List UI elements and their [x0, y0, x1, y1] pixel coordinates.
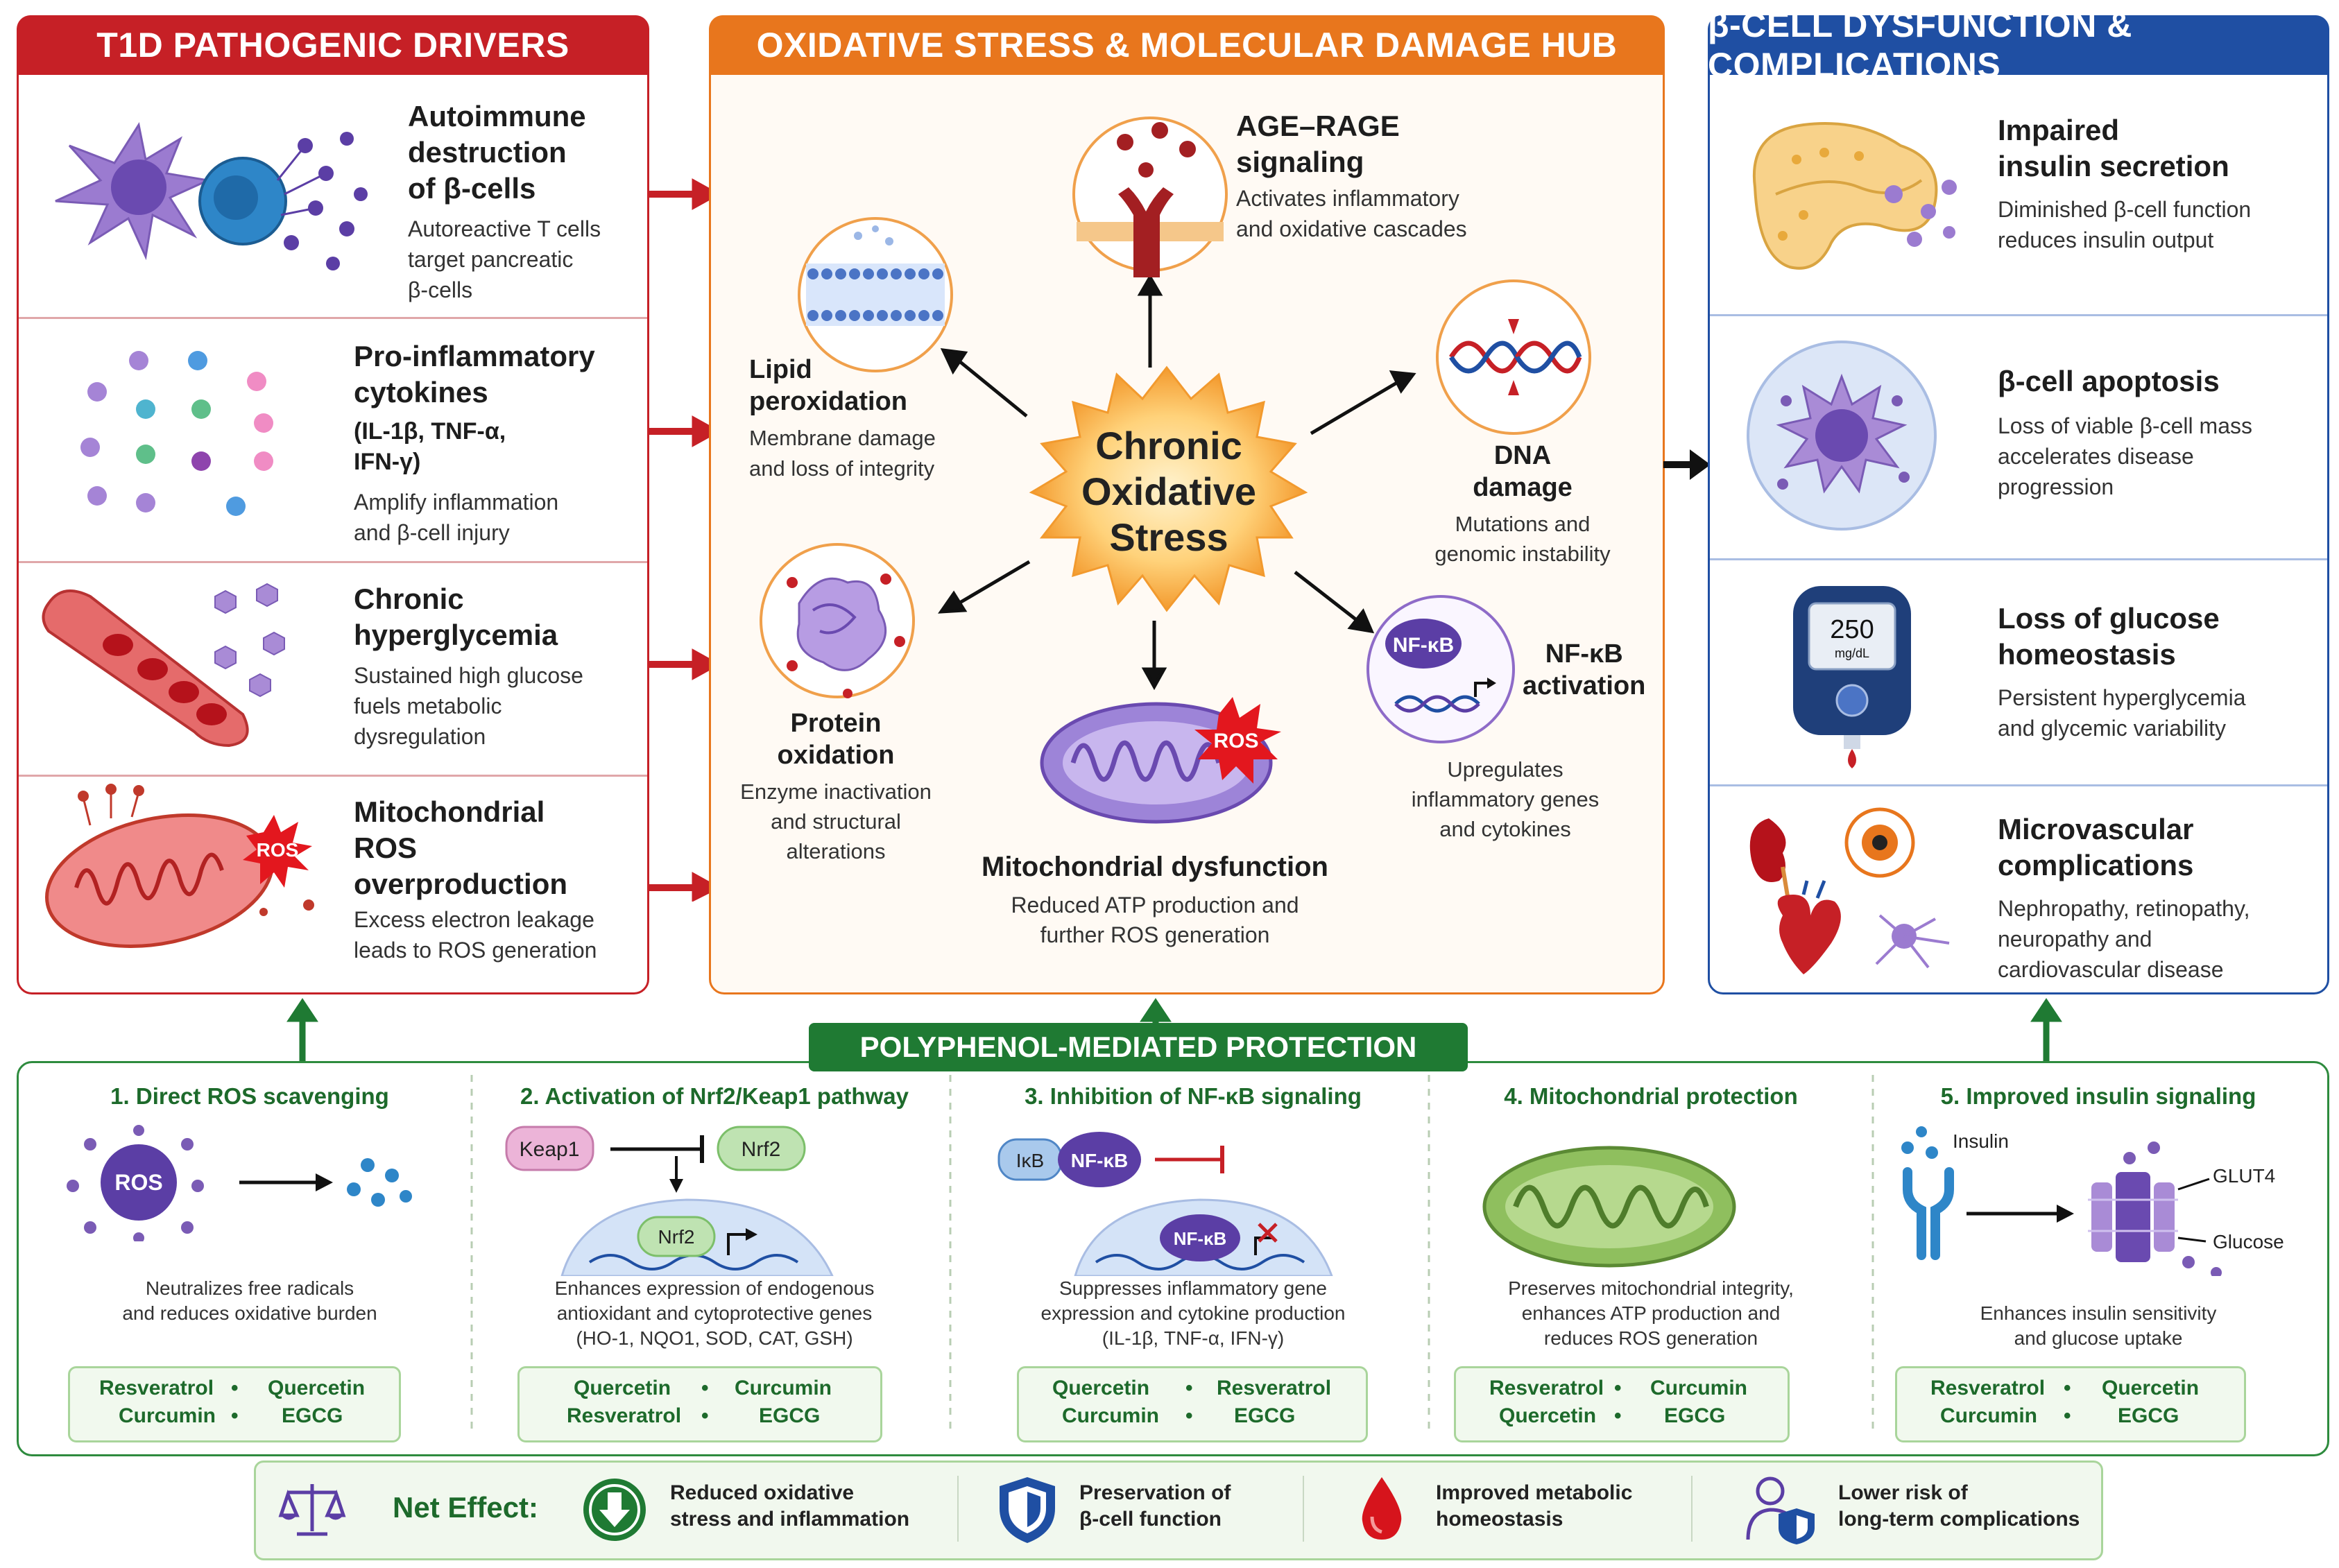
down-arrow-icon [583, 1479, 646, 1541]
svg-text:NF-κB: NF-κB [1174, 1228, 1227, 1249]
mechanism-5-compounds: Resveratrol•Quercetin Curcumin•EGCG [1895, 1366, 2246, 1442]
ros-scavenging-icon: ROS [67, 1125, 412, 1241]
mechanism-1-title: 1. Direct ROS scavenging [110, 1083, 389, 1109]
svg-text:mg/dL: mg/dL [1835, 646, 1869, 660]
left-panel-header: T1D PATHOGENIC DRIVERS [17, 15, 649, 75]
organ-complications-icon [1749, 807, 1950, 974]
nfkb-inhibition-icon: IκB NF-κB NF-κB [997, 1132, 1333, 1276]
svg-text:250: 250 [1830, 615, 1874, 644]
svg-text:Nrf2: Nrf2 [742, 1138, 781, 1161]
mitochondrial-dysfunction-icon: ROS [1040, 697, 1281, 824]
net-effect-label: Net Effect: [393, 1491, 539, 1524]
mechanism-2-compounds: Quercetin•Curcumin Resveratrol•EGCG [517, 1366, 882, 1442]
mitochondrial-protection-icon [1482, 1146, 1736, 1268]
protection-header: POLYPHENOL-MEDIATED PROTECTION [809, 1023, 1468, 1071]
svg-text:Glucose: Glucose [2213, 1231, 2284, 1252]
right-panel-header: β-CELL DYSFUNCTION & COMPLICATIONS [1708, 6, 2329, 85]
blood-drop-icon [1362, 1477, 1402, 1540]
insulin-signaling-icon: Insulin GLUT4 Glucose [1901, 1126, 2284, 1276]
mechanism-3-compounds: Quercetin•Resveratrol Curcumin•EGCG [1017, 1366, 1368, 1442]
mito-dysfunction-title: Mitochondrial dysfunction [982, 852, 1328, 882]
svg-text:Insulin: Insulin [1953, 1130, 2009, 1152]
svg-text:IκB: IκB [1016, 1150, 1044, 1171]
svg-text:NF-κB: NF-κB [1393, 634, 1454, 657]
pancreas-icon [1752, 122, 1957, 270]
balance-scale-icon [278, 1484, 346, 1536]
svg-text:Nrf2: Nrf2 [658, 1226, 695, 1248]
svg-text:ROS: ROS [114, 1170, 162, 1195]
dna-damage-icon [1436, 279, 1591, 435]
nfkb-activation-icon: NF-κB [1366, 595, 1515, 743]
mitochondria-ros-icon: ROS [45, 784, 314, 948]
svg-text:ROS: ROS [1213, 730, 1258, 752]
age-rage-icon [1072, 117, 1228, 277]
mechanism-4-desc: Preserves mitochondrial integrity,enhanc… [1508, 1277, 1794, 1349]
svg-text:NF-κB: NF-κB [1071, 1150, 1128, 1171]
mechanism-4-compounds: Resveratrol•Curcumin Quercetin•EGCG [1454, 1366, 1790, 1442]
driver-arrows [649, 178, 721, 902]
center-to-right-arrow [1663, 449, 1711, 480]
mechanism-separators [470, 1075, 1874, 1436]
svg-text:GLUT4: GLUT4 [2213, 1165, 2275, 1187]
oxidative-stress-core [1029, 365, 1308, 612]
cytokines-subtitle: (IL-1β, TNF-α,IFN-γ) [354, 418, 506, 475]
apoptosis-title: β-cell apoptosis [1998, 365, 2220, 397]
mechanism-1-compounds: Resveratrol•Quercetin Curcumin•EGCG [68, 1366, 401, 1442]
center-panel-header: OXIDATIVE STRESS & MOLECULAR DAMAGE HUB [709, 15, 1665, 75]
oxidative-hub-diagram: NF-κB ROS [760, 117, 1591, 824]
protein-oxidation-icon [760, 543, 915, 698]
mechanism-3-title: 3. Inhibition of NF-κB signaling [1025, 1083, 1362, 1109]
svg-text:Keap1: Keap1 [520, 1138, 580, 1161]
ros-badge-label: ROS [257, 839, 299, 861]
shield-icon [1000, 1477, 1055, 1543]
t-cell-attack-icon [55, 122, 368, 270]
mechanism-2-title: 2. Activation of Nrf2/Keap1 pathway [520, 1083, 909, 1109]
person-shield-icon [1746, 1476, 1815, 1544]
nrf2-keap1-icon: Keap1 Nrf2 Nrf2 [505, 1126, 834, 1276]
mechanism-5-title: 5. Improved insulin signaling [1940, 1083, 2256, 1109]
glucose-meter-icon: 250 mg/dL [1793, 586, 1911, 768]
protection-arrows [286, 998, 2062, 1065]
mechanism-4-title: 4. Mitochondrial protection [1504, 1083, 1798, 1109]
lipid-membrane-icon [798, 217, 953, 372]
beta-cell-apoptosis-icon [1747, 341, 1937, 531]
cytokine-dots-icon [80, 351, 273, 516]
blood-vessel-icon [42, 583, 285, 748]
